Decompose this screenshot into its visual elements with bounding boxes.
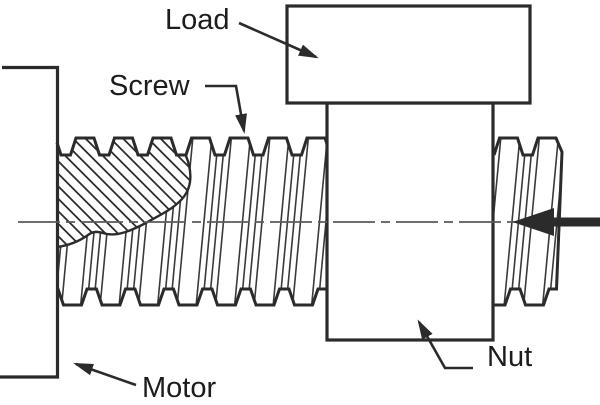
nut-label: Nut xyxy=(487,341,532,373)
screw-label: Screw xyxy=(109,70,191,102)
screw-leader-arrow-icon xyxy=(205,86,244,131)
motor-leader-arrow-icon xyxy=(76,364,136,385)
load-block xyxy=(287,6,530,103)
load-label: Load xyxy=(165,4,230,36)
motor-label: Motor xyxy=(142,372,216,404)
